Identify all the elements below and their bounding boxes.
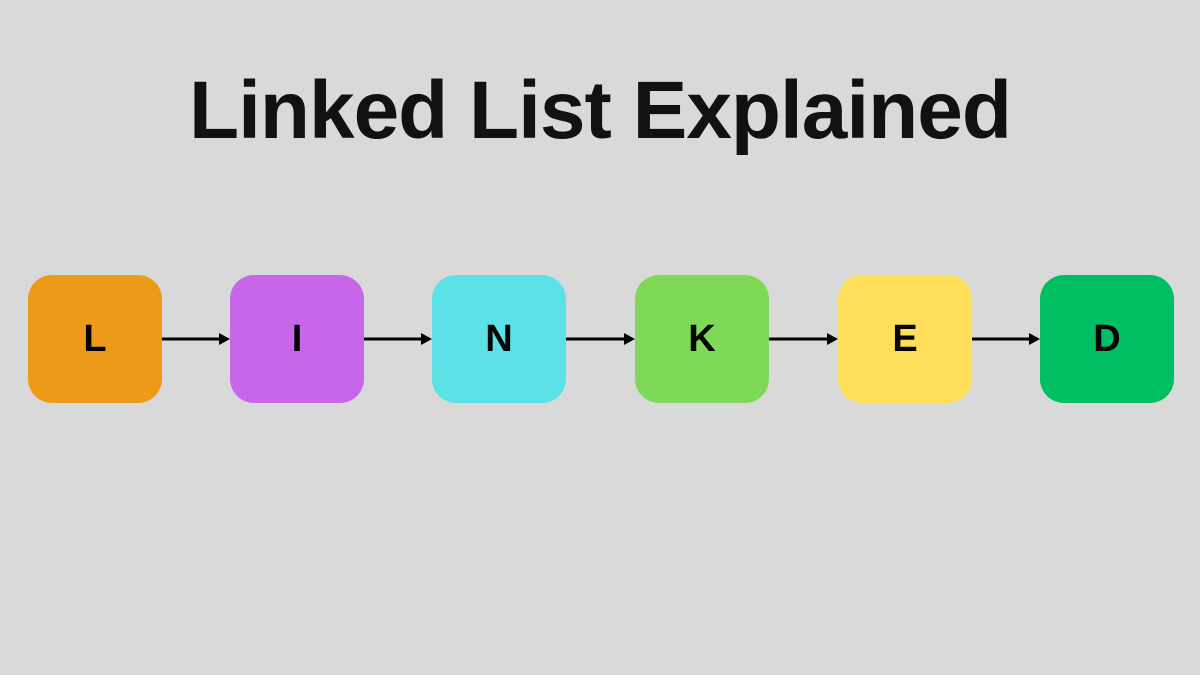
list-node-label: E: [892, 318, 918, 360]
list-node-label: L: [83, 318, 107, 360]
list-node-k[interactable]: K: [635, 275, 769, 403]
pointer-arrow-e-to-d: [972, 329, 1040, 349]
list-node-label: N: [485, 318, 513, 360]
pointer-arrow-i-to-n: [364, 329, 432, 349]
pointer-arrow-l-to-i: [162, 329, 230, 349]
list-node-i[interactable]: I: [230, 275, 364, 403]
list-node-l[interactable]: L: [28, 275, 162, 403]
list-node-label: D: [1093, 318, 1121, 360]
pointer-arrow-n-to-k: [566, 329, 635, 349]
list-node-e[interactable]: E: [838, 275, 972, 403]
list-node-label: K: [688, 318, 716, 360]
page-title: Linked List Explained: [189, 65, 1012, 156]
list-node-n[interactable]: N: [432, 275, 566, 403]
list-node-d[interactable]: D: [1040, 275, 1174, 403]
pointer-arrow-k-to-e: [769, 329, 838, 349]
list-node-label: I: [291, 318, 303, 360]
